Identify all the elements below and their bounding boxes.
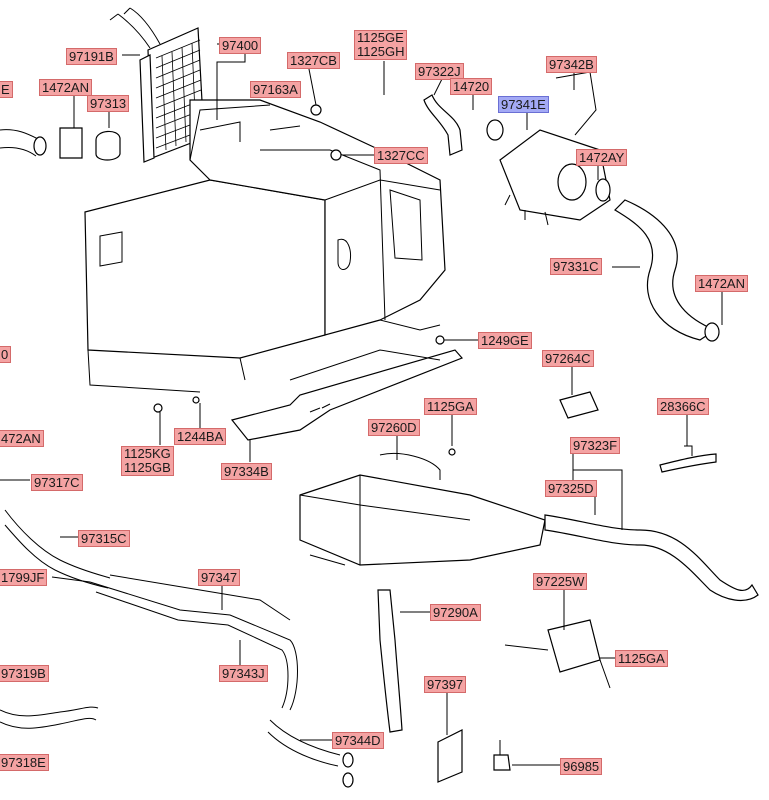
part-label-97342b[interactable]: 97342B [546,56,597,73]
hose-97331c [614,199,717,341]
part-label-1125kg-1125gb[interactable]: 1125KG 1125GB [121,446,174,476]
part-label-e[interactable]: E [0,81,13,98]
part-label-1327cc[interactable]: 1327CC [374,147,428,164]
part-label-1125gh: 1125GH [357,44,405,59]
part-label-97400[interactable]: 97400 [219,37,262,54]
heater-unit-housing [84,99,446,393]
part-label-28366c[interactable]: 28366C [657,398,709,415]
hose-97323f [544,514,759,602]
part-label-97344d[interactable]: 97344D [332,732,384,749]
part-label-97191b[interactable]: 97191B [66,48,117,65]
part-label-1125kg: 1125KG [124,446,171,461]
part-label-97322j[interactable]: 97322J [415,63,464,80]
part-label-1472ay[interactable]: 1472AY [576,149,628,166]
part-label-97397[interactable]: 97397 [424,676,467,693]
part-label-97319b[interactable]: 97319B [0,665,49,682]
valve-97264c [559,391,599,419]
pipe-97290a [377,589,403,733]
part-label-97313[interactable]: 97313 [87,95,130,112]
part-label-1125ga-top[interactable]: 1125GA [424,398,477,415]
part-label-97225w[interactable]: 97225W [533,573,588,590]
bolt-1125kg [153,403,163,413]
left-lower-pipes [0,509,354,788]
part-label-1125ge-1125gh[interactable]: 1125GE 1125GH [354,30,408,60]
part-label-1125ge: 1125GE [357,30,404,45]
part-label-97315c[interactable]: 97315C [78,530,130,547]
part-label-97331c[interactable]: 97331C [550,258,602,275]
bolt-1249ge [435,335,445,345]
bracket-97397 [437,729,463,783]
part-label-97290a[interactable]: 97290A [430,604,481,621]
clamp-1472an-right [704,322,720,342]
heater-core [109,7,205,163]
valve-97225w [504,619,611,689]
part-label-97317c[interactable]: 97317C [31,474,83,491]
lower-duct [230,349,464,441]
part-label-97323f[interactable]: 97323F [570,437,621,454]
part-label-1799jf[interactable]: 1799JF [0,569,48,586]
part-label-97264c[interactable]: 97264C [542,350,594,367]
part-label-97325d[interactable]: 97325D [545,480,597,497]
part-label-97347[interactable]: 97347 [198,569,241,586]
screw-1244ba [192,396,200,404]
canister-97260d [299,452,546,566]
part-label-1125gb: 1125GB [124,460,171,475]
part-label-1472an-right[interactable]: 1472AN [695,275,748,292]
bolt-1327cb [310,104,322,116]
bracket-28366c [659,453,717,473]
left-hoses [0,127,121,161]
part-label-97163a[interactable]: 97163A [250,81,301,98]
screw-1125ga [448,448,456,456]
part-label-97341e[interactable]: 97341E [498,96,549,113]
part-label-0[interactable]: 0 [0,346,12,363]
part-label-1249ge[interactable]: 1249GE [478,332,532,349]
part-label-1472an-top[interactable]: 1472AN [39,79,92,96]
part-label-97318e[interactable]: 97318E [0,754,49,771]
part-label-97343j[interactable]: 97343J [219,665,268,682]
part-label-97260d[interactable]: 97260D [368,419,420,436]
hose-97322j [423,94,463,156]
sensor-96985 [493,754,511,771]
part-label-1244ba[interactable]: 1244BA [174,428,227,445]
part-label-472an-left[interactable]: 472AN [0,430,44,447]
bolt-1327cc [330,149,342,161]
part-label-14720[interactable]: 14720 [450,78,493,95]
part-label-97334b[interactable]: 97334B [221,463,272,480]
part-label-96985[interactable]: 96985 [560,758,603,775]
part-label-1125ga-bottom[interactable]: 1125GA [615,650,668,667]
part-label-1327cb[interactable]: 1327CB [287,52,340,69]
